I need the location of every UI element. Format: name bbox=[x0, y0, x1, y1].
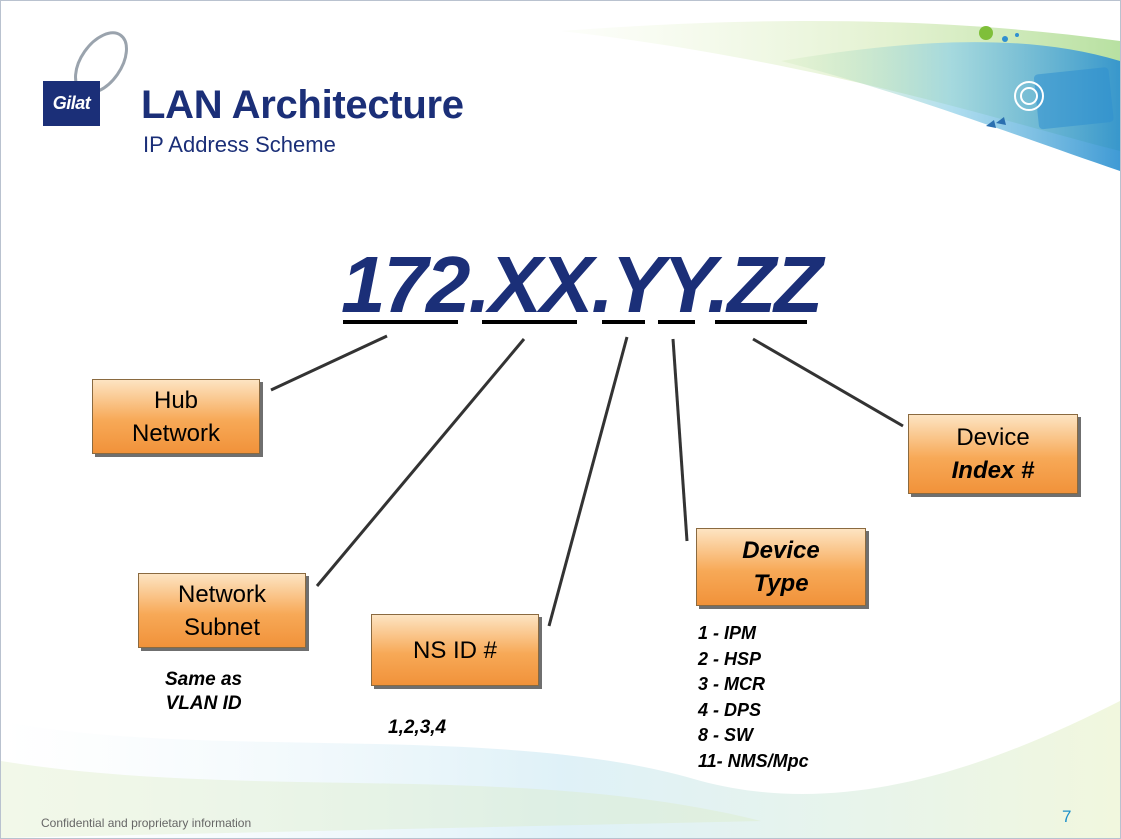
hub-network-box: Hub Network bbox=[92, 379, 260, 454]
ns-id-box: NS ID # bbox=[371, 614, 539, 686]
list-item: 4 - DPS bbox=[698, 699, 762, 720]
vlan-note: Same as VLAN ID bbox=[165, 668, 242, 716]
vlan-note-line1: Same as bbox=[165, 669, 243, 690]
connector-hub-network bbox=[270, 334, 388, 392]
device-type-list: 1 - IPM 2 - HSP 3 - MCR 4 - DPS 8 - SW 1… bbox=[698, 621, 809, 774]
network-subnet-box: Network Subnet bbox=[138, 573, 306, 648]
list-item: 11- NMS/Mpc bbox=[698, 750, 809, 771]
device-type-line1: Device bbox=[742, 537, 820, 564]
ns-id-values: 1,2,3,4 bbox=[388, 717, 447, 738]
logo-text: Gilat bbox=[52, 93, 91, 113]
vlan-note-line2: VLAN ID bbox=[165, 693, 242, 714]
device-type-line2: Type bbox=[753, 570, 809, 597]
page-number: 7 bbox=[1062, 807, 1072, 826]
slide-title: LAN Architecture bbox=[141, 83, 464, 127]
connector-ns-id bbox=[547, 336, 629, 627]
list-item: 1 - IPM bbox=[698, 623, 757, 643]
ip-address-scheme: 172.XX.YY.ZZ bbox=[341, 240, 823, 329]
connector-device-index bbox=[752, 337, 904, 428]
device-index-line2: Index # bbox=[951, 457, 1035, 484]
ns-id-label: NS ID # bbox=[412, 636, 498, 664]
network-subnet-line1: Network bbox=[177, 580, 267, 608]
confidential-footer: Confidential and proprietary information bbox=[41, 816, 252, 830]
device-index-line1: Device bbox=[956, 424, 1030, 451]
network-subnet-line2: Subnet bbox=[183, 613, 261, 641]
list-item: 2 - HSP bbox=[698, 648, 762, 669]
list-item: 3 - MCR bbox=[698, 674, 765, 694]
slide-subtitle: IP Address Scheme bbox=[143, 132, 336, 157]
connector-device-type bbox=[671, 338, 689, 542]
device-index-box: Device Index # bbox=[908, 414, 1078, 494]
device-type-box: Device Type bbox=[696, 528, 866, 606]
hub-network-line1: Hub bbox=[153, 386, 199, 414]
gilat-logo: Gilat bbox=[43, 81, 100, 126]
connector-network-subnet bbox=[315, 338, 526, 587]
list-item: 8 - SW bbox=[698, 725, 754, 745]
hub-network-line2: Network bbox=[131, 419, 221, 447]
